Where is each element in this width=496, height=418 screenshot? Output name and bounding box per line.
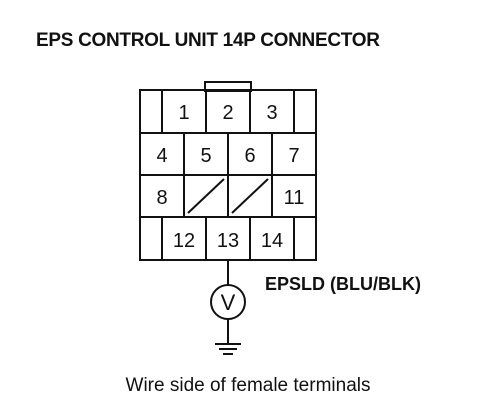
empty-cavity-10 <box>231 178 269 214</box>
connector-outline <box>139 81 317 261</box>
pin-8-label: 8 <box>156 187 167 209</box>
wire-label: EPSLD (BLU/BLK) <box>265 274 421 294</box>
diagram-caption: Wire side of female terminals <box>125 375 371 396</box>
pin-5-label: 5 <box>200 145 211 167</box>
pin-14-label: 14 <box>261 230 283 252</box>
pin-12-label: 12 <box>173 230 195 252</box>
pin-3-label: 3 <box>266 102 277 124</box>
pin-11-label: 11 <box>284 187 305 209</box>
pin-1-label: 1 <box>178 102 189 124</box>
pin-6-label: 6 <box>244 145 255 167</box>
connector-title: EPS CONTROL UNIT 14P CONNECTOR <box>36 30 380 51</box>
pin-7-label: 7 <box>288 145 299 167</box>
pin-2-label: 2 <box>222 102 233 124</box>
voltmeter-icon: V <box>210 284 246 320</box>
ground-icon <box>215 319 241 355</box>
empty-cavity-9 <box>187 178 225 214</box>
pin-13-label: 13 <box>217 230 239 252</box>
pin-4-label: 4 <box>156 145 167 167</box>
voltmeter-symbol: V <box>221 290 236 315</box>
